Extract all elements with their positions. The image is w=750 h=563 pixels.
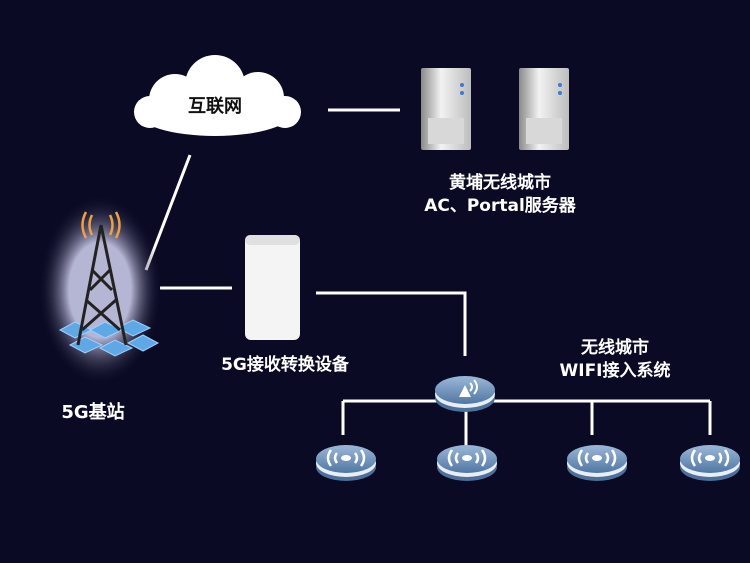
server-icon [421,68,471,150]
server-icon [519,68,569,150]
access-point-icon [567,445,627,481]
access-point-icon [437,445,497,481]
wifi-label-line2: WIFI接入系统 [559,361,671,381]
server-label-line2: AC、Portal服务器 [424,196,576,216]
cell-tower-icon [38,195,162,385]
5g-router-icon [245,235,300,340]
tower-label: 5G基站 [61,402,125,423]
wifi-label-line1: 无线城市 [581,338,649,358]
router-label: 5G接收转换设备 [221,355,349,375]
internet-cloud-icon [134,55,301,136]
connection-lines [144,108,712,450]
internet-label: 互联网 [188,96,242,117]
access-point-icon [316,445,376,481]
ap-hub-icon [435,376,495,412]
access-point-icon [680,445,740,481]
server-label-line1: 黄埔无线城市 [449,173,551,193]
